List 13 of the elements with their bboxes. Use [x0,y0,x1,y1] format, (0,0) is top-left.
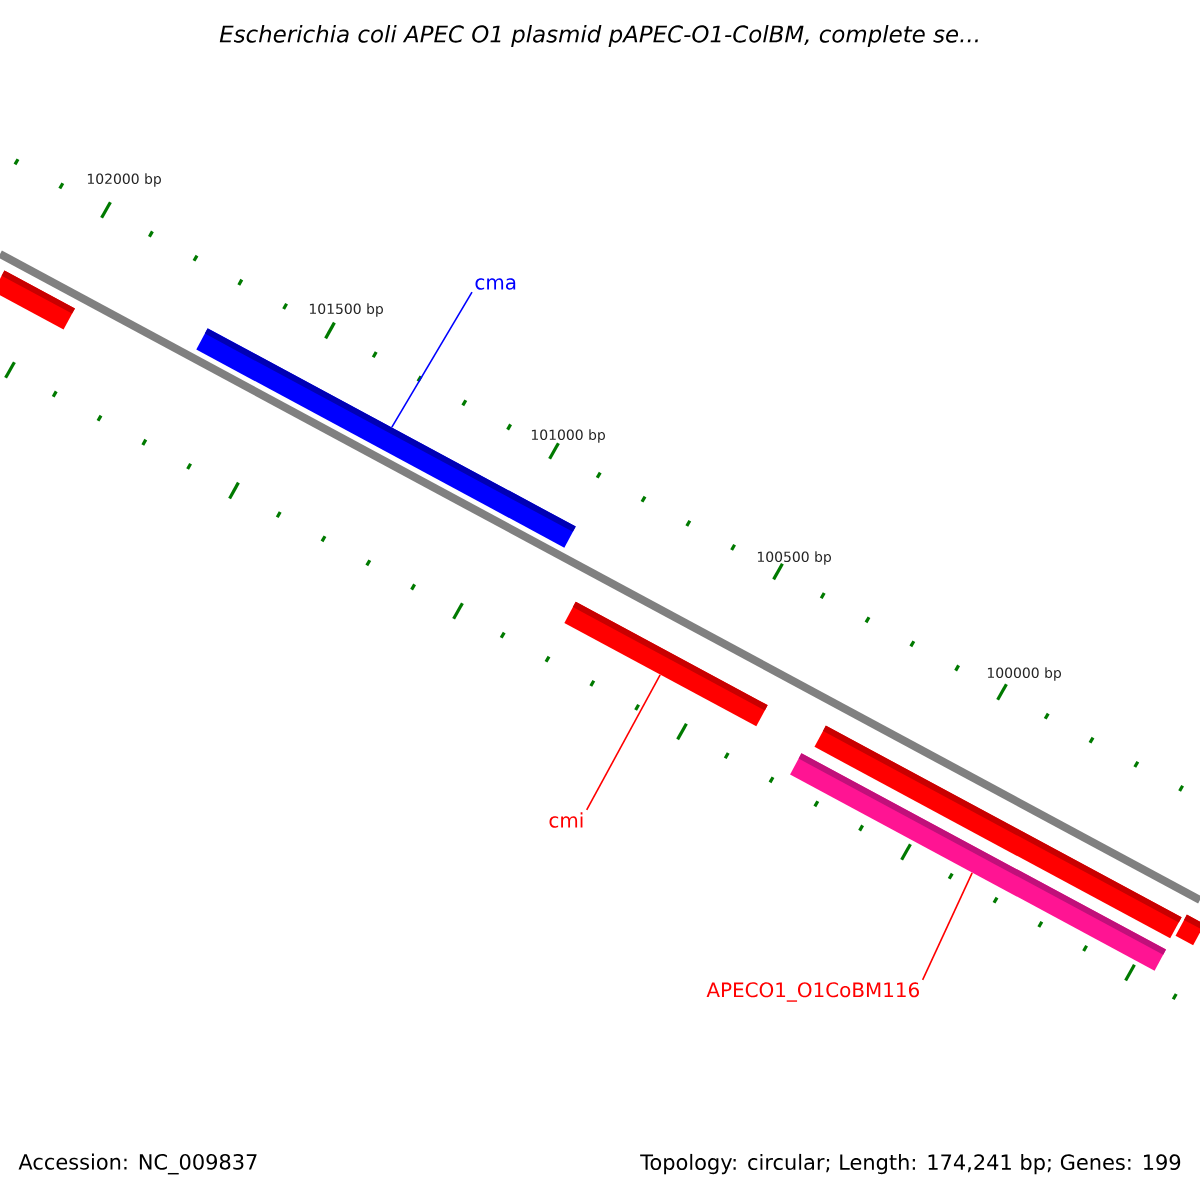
gene-label: cma [475,278,516,290]
leader-line [391,291,473,428]
gene-bar [564,601,768,727]
gene-bar [0,270,75,330]
leader-line [921,872,973,981]
leader-line [585,674,661,811]
summary-text: Topology: circular; Length: 174,241 bp; Genes: 199 [640,1153,1181,1175]
title: Escherichia coli APEC O1 plasmid pAPEC-O1-ColBM, complete se... [219,24,978,48]
gene-label: cmi [549,812,583,828]
gene-label: APECO1_O1CoBM116 [706,982,919,1002]
gene-bar [814,725,1182,939]
gene-bar [1175,914,1200,946]
accession-text: Accession: NC_009837 [18,1153,257,1175]
